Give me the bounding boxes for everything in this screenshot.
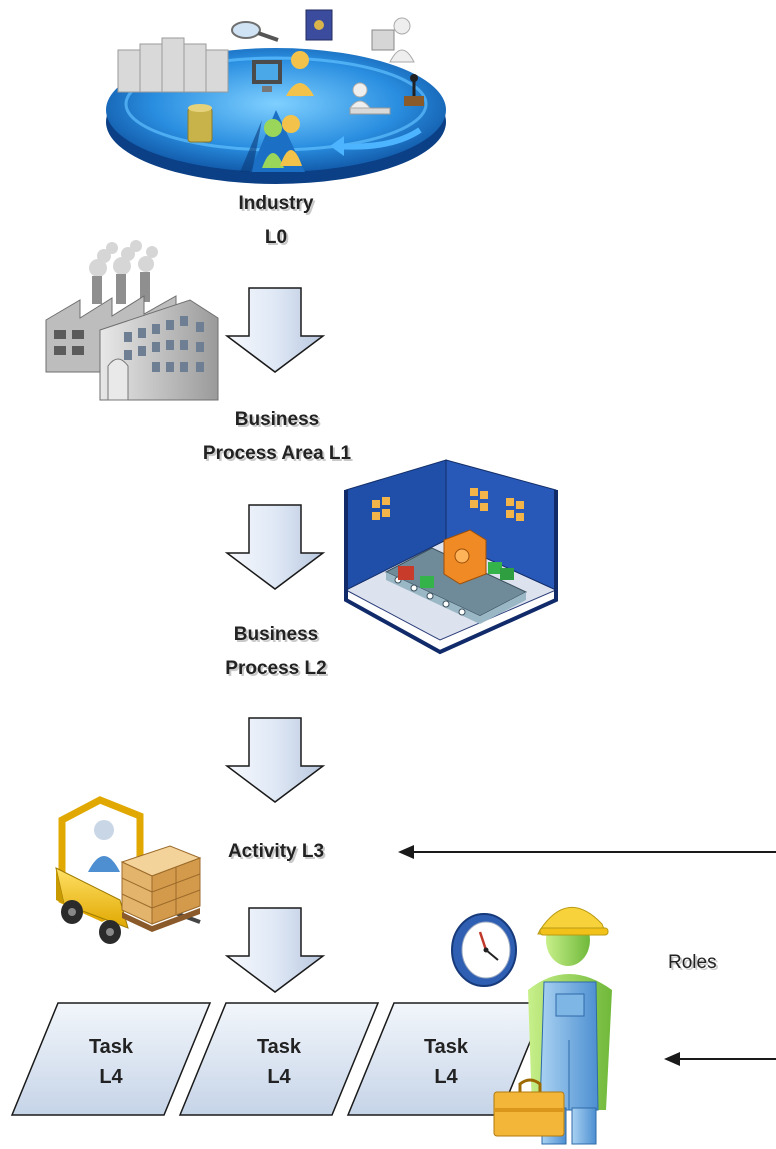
task-box-1: Task L4 [10,1002,212,1116]
task-box-3: Task L4 [346,1002,548,1116]
svg-text:L0: L0 [267,229,289,250]
svg-text:Industry: Industry [241,195,316,216]
down-arrow-2 [224,504,326,590]
clock-icon [451,913,517,987]
task-2-label-line1: Task [257,1036,302,1058]
svg-text:Process L2: Process L2 [227,660,328,681]
factory-building-icon [45,240,219,401]
down-arrow-1 [224,287,326,373]
industry-disc-icon [106,9,446,184]
business-process-label-line1: Business [234,624,318,645]
roles-label: Roles Roles [668,952,719,975]
business-process-label: Business Business Process L2 Process L2 [225,624,328,681]
roles-to-tasks-arrow [664,1052,776,1066]
svg-text:Business: Business [237,411,321,432]
svg-text:Activity L3: Activity L3 [230,843,326,864]
business-process-area-label: Business Business Process Area L1 Proces… [203,409,354,466]
task-3-label-line2: L4 [434,1066,458,1088]
activity-label-text: Activity L3 [228,841,324,862]
business-process-label-line2: Process L2 [225,658,326,679]
industry-label: Industry Industry L0 L0 [239,193,316,250]
down-arrow-3 [224,717,326,803]
industry-label-line2: L0 [265,227,287,248]
business-process-area-label-line2: Process Area L1 [203,443,352,464]
task-1-label-line2: L4 [99,1066,123,1088]
industry-label-line1: Industry [239,193,314,214]
forklift-icon [55,796,202,944]
business-process-area-label-line1: Business [235,409,319,430]
worker-clock-icon [451,907,612,1145]
roles-to-activity-arrow [398,845,776,859]
svg-text:Business: Business [236,626,320,647]
toolbox-icon [493,1078,565,1137]
activity-label: Activity L3 Activity L3 [228,841,326,864]
task-2-label-line2: L4 [267,1066,291,1088]
svg-text:Roles: Roles [670,954,719,975]
roles-label-text: Roles [668,952,717,973]
task-3-label-line1: Task [424,1036,469,1058]
conveyor-room-icon [344,459,558,655]
task-1-label-line1: Task [89,1036,134,1058]
down-arrow-4 [224,907,326,993]
task-box-2: Task L4 [178,1002,380,1116]
svg-text:Process Area L1: Process Area L1 [205,445,354,466]
